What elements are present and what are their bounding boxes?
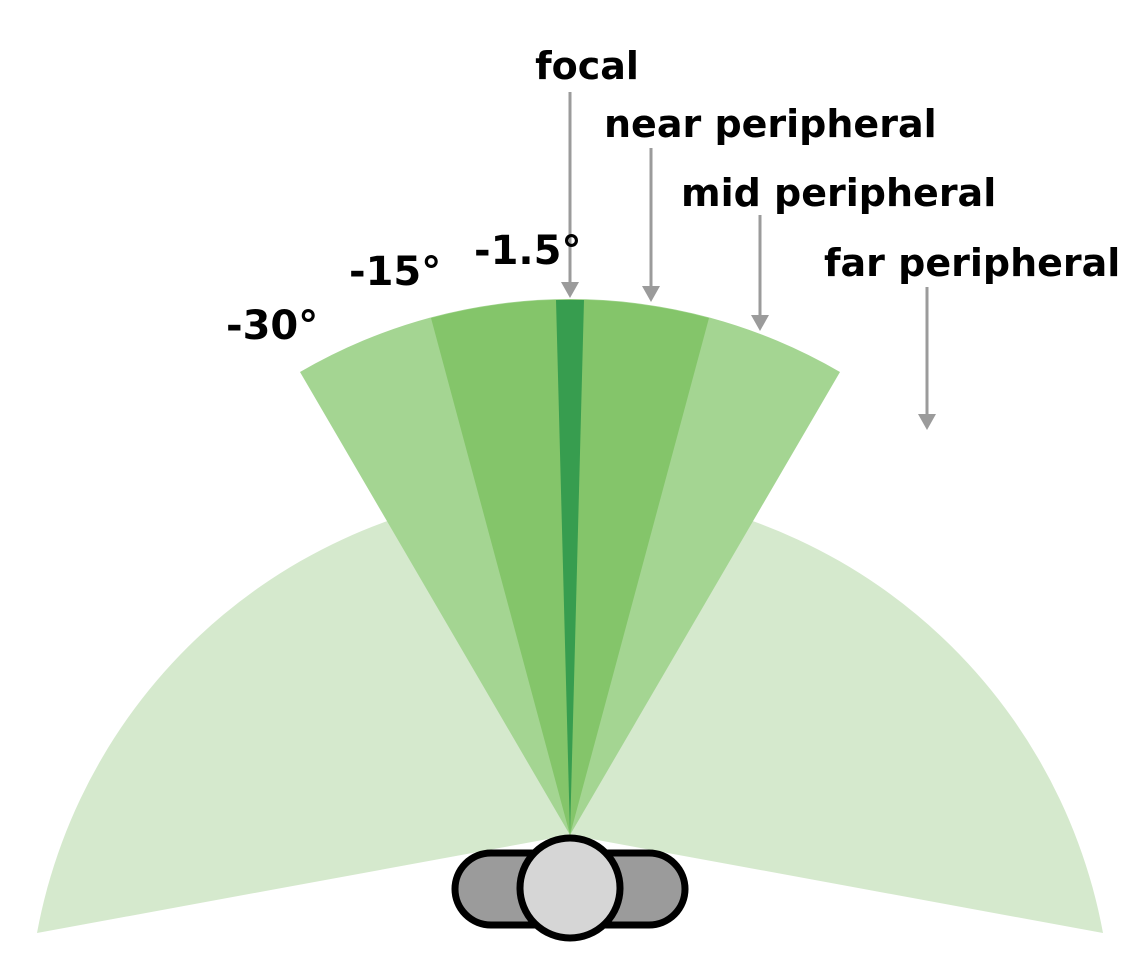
mid-peripheral-label: mid peripheral — [681, 171, 996, 215]
angle-label-30: -30° — [226, 303, 318, 349]
near-peripheral-label: near peripheral — [604, 102, 937, 146]
angle-label-15: -15° — [349, 249, 441, 295]
near-peripheral-pointer — [642, 148, 660, 302]
viewer-icon — [451, 834, 689, 942]
focal-zone — [556, 299, 584, 835]
mid-peripheral-pointer — [751, 215, 769, 331]
far-peripheral-pointer — [918, 287, 936, 430]
focal-pointer — [561, 92, 579, 298]
angle-label-1-5: -1.5° — [474, 228, 581, 274]
viewer-head — [516, 834, 624, 942]
focal-label: focal — [535, 44, 639, 88]
far-peripheral-label: far peripheral — [824, 241, 1120, 285]
